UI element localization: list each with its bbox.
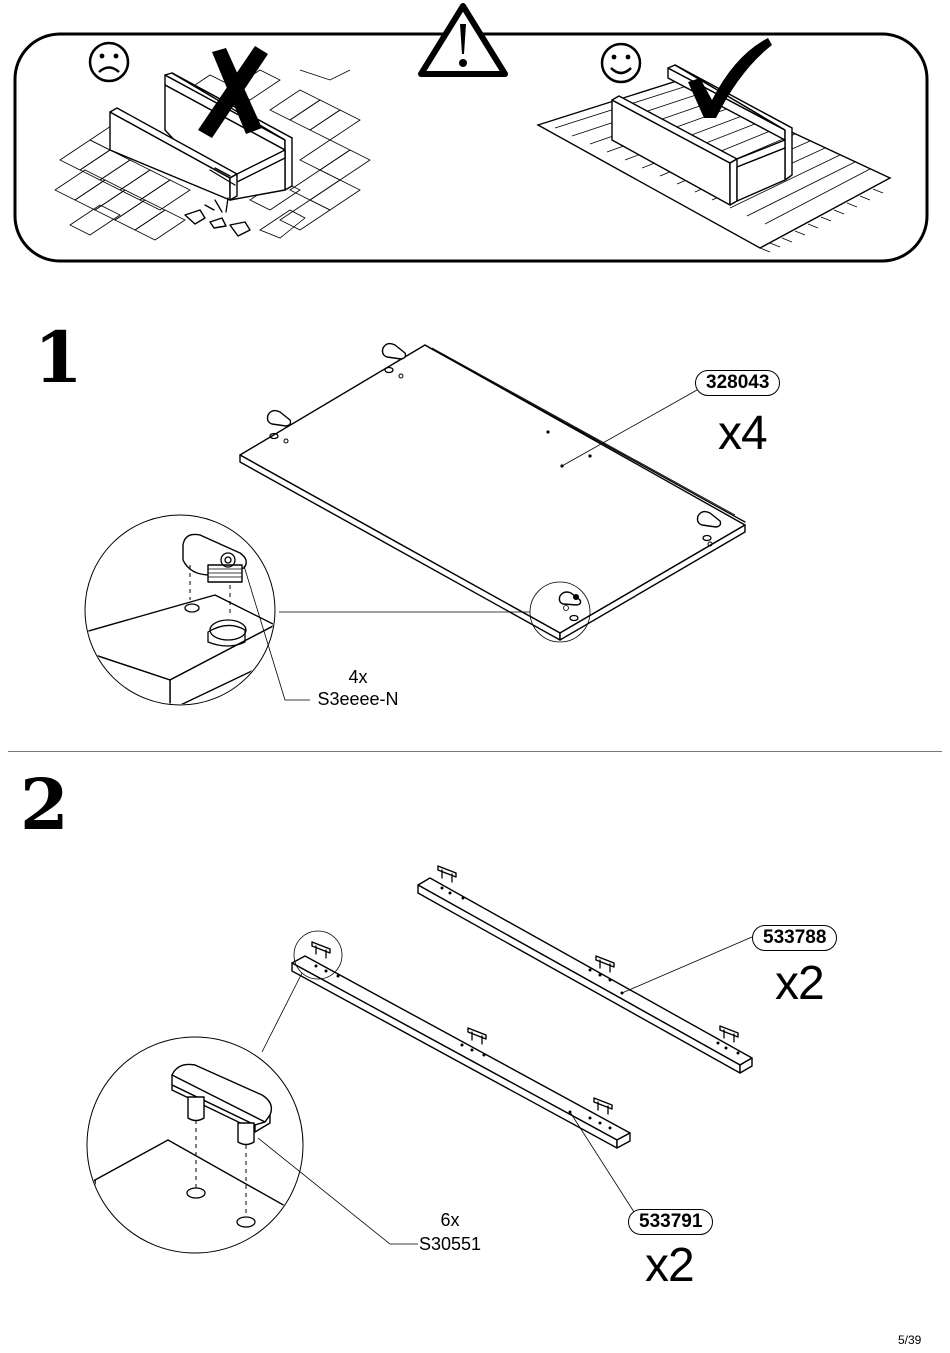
hardware-qty-step1: 4x — [348, 667, 368, 687]
part-code-328043: 328043 — [695, 370, 781, 396]
part-a-qty-step2: x2 — [775, 957, 825, 1010]
page-number: 5/39 — [898, 1333, 922, 1347]
part-code-533791: 533791 — [628, 1209, 714, 1235]
warning-icon — [418, 3, 508, 77]
step-1-number: 1 — [34, 316, 83, 399]
hardware-code-step2: S30551 — [418, 1234, 482, 1254]
hardware-code-step1: S3eeee-N — [317, 689, 399, 709]
section-divider — [8, 751, 942, 752]
hardware-qty-step2: 6x — [440, 1210, 460, 1230]
happy-face-icon — [600, 42, 642, 84]
part-code-533788: 533788 — [752, 925, 838, 951]
sad-face-icon — [88, 41, 130, 83]
cross-mark-icon — [198, 46, 268, 138]
step-2-number: 2 — [20, 763, 69, 846]
part-qty-step1: x4 — [718, 407, 768, 460]
check-mark-icon — [688, 38, 772, 118]
part-b-qty-step2: x2 — [645, 1239, 695, 1292]
